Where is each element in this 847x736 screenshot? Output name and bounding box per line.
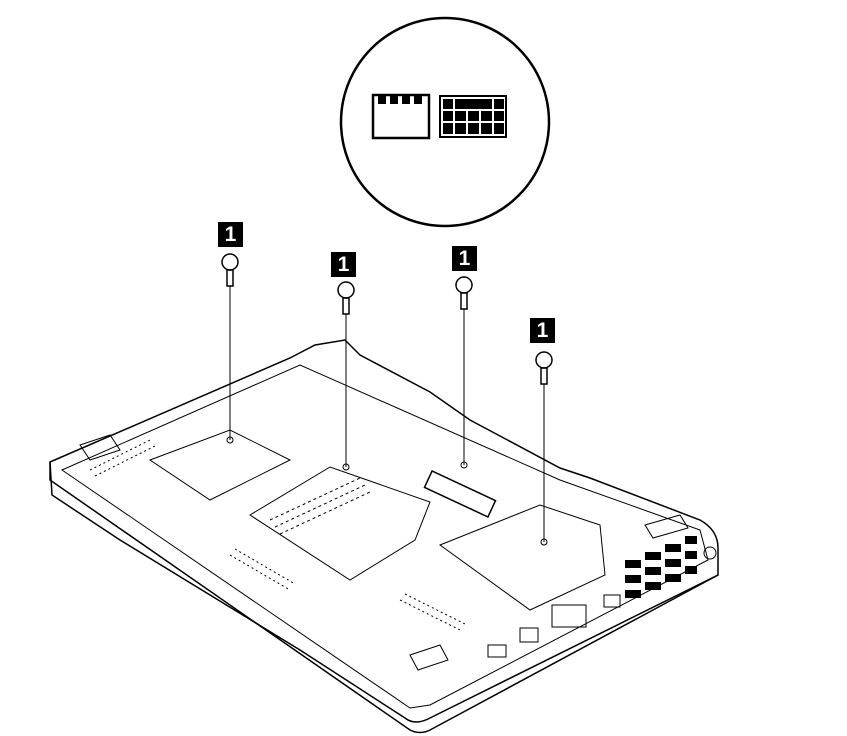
vga-port (551, 604, 587, 628)
callout-1: 1 (530, 318, 555, 343)
callout-1: 1 (218, 222, 243, 247)
keyboard-icon (439, 95, 507, 138)
callout-1: 1 (331, 252, 356, 277)
inset-circle (339, 16, 551, 228)
screw-3 (455, 276, 473, 469)
hdd-door (438, 504, 606, 611)
memory-door (249, 466, 431, 581)
callout-1: 1 (452, 246, 477, 271)
ethernet-port (519, 627, 539, 643)
usb-port (487, 644, 507, 658)
screw-2 (337, 281, 355, 471)
screw-1 (221, 253, 239, 444)
screws (221, 253, 553, 546)
usb-port (603, 594, 621, 608)
memory-card-icon (371, 93, 431, 140)
connector (423, 470, 497, 518)
screw-4 (535, 351, 553, 546)
laptop-base (49, 339, 719, 734)
